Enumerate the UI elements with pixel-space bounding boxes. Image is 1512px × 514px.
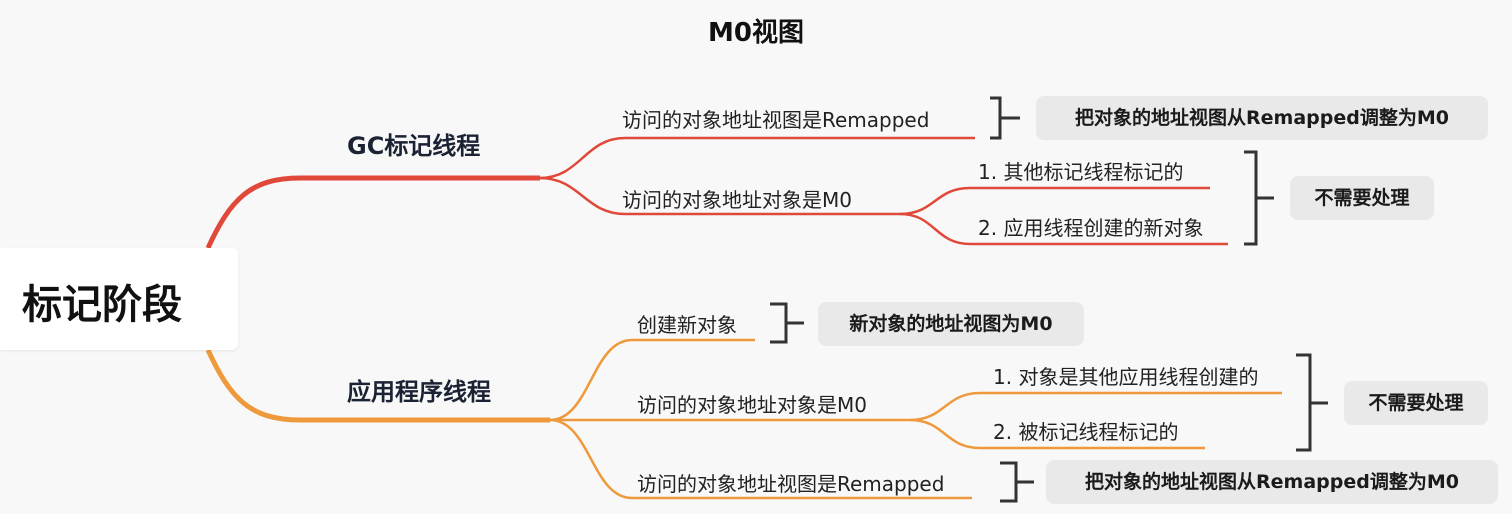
bracket-app-create xyxy=(770,302,804,344)
connector-root-gc xyxy=(205,175,540,250)
leaf-gc-m0: 访问的对象地址对象是M0 xyxy=(622,188,852,212)
bracket-app-remapped xyxy=(1000,461,1034,503)
result-app-remapped: 把对象的地址视图从Remapped调整为M0 xyxy=(1046,460,1498,504)
bracket-gc-m0 xyxy=(1244,150,1274,246)
leaf-app-create: 创建新对象 xyxy=(637,313,737,337)
result-gc-remapped: 把对象的地址视图从Remapped调整为M0 xyxy=(1036,96,1488,140)
result-app-m0: 不需要处理 xyxy=(1344,381,1488,425)
connector-gc-case1 xyxy=(899,186,1210,216)
branch-app-thread: 应用程序线程 xyxy=(347,378,491,406)
case-gc-1: 1. 其他标记线程标记的 xyxy=(978,160,1184,184)
case-app-2: 2. 被标记线程标记的 xyxy=(993,420,1179,444)
connector-gc-remapped xyxy=(539,136,975,180)
connector-gc-case2 xyxy=(899,212,1228,246)
connector-root-app xyxy=(205,348,550,423)
result-gc-m0: 不需要处理 xyxy=(1290,176,1434,220)
result-app-create: 新对象的地址视图为M0 xyxy=(818,302,1084,346)
leaf-app-remapped: 访问的对象地址视图是Remapped xyxy=(637,472,945,496)
bracket-gc-remapped xyxy=(990,96,1020,140)
connector-app-create xyxy=(549,338,755,422)
branch-gc-thread: GC标记线程 xyxy=(347,132,481,160)
root-node xyxy=(0,248,238,350)
case-gc-2: 2. 应用线程创建的新对象 xyxy=(978,216,1204,240)
case-app-1: 1. 对象是其他应用线程创建的 xyxy=(993,365,1259,389)
connector-gc-m0 xyxy=(539,176,900,216)
diagram-title: M0视图 xyxy=(708,18,804,48)
bracket-app-m0 xyxy=(1296,353,1328,452)
connector-app-case2 xyxy=(909,418,1205,450)
connector-app-remapped xyxy=(549,418,972,500)
root-node-label: 标记阶段 xyxy=(22,282,182,328)
leaf-gc-remapped: 访问的对象地址视图是Remapped xyxy=(622,108,930,132)
leaf-app-m0: 访问的对象地址对象是M0 xyxy=(637,393,867,417)
connector-app-case1 xyxy=(909,391,1282,422)
